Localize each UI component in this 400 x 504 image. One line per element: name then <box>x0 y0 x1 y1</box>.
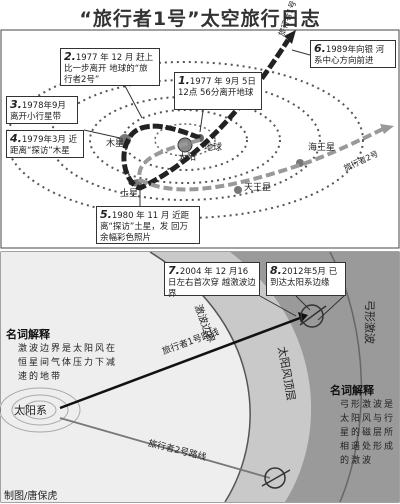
glossary-text-right: 弓形激波是太阳风与行星的磁层所相遇处形成的激波 <box>340 400 396 466</box>
event-text: 2004 年 12 月16日左右首次穿 越激波边界 <box>168 267 256 299</box>
event-box-4: 4.1979年3月 近距离“探访”木星 <box>6 130 84 158</box>
voyager1-craft-icon <box>299 294 346 328</box>
event-text: 2012年5月 已到达太阳系边缘 <box>270 267 338 288</box>
event-text: 1979年3月 近距离“探访”木星 <box>10 135 78 156</box>
voyager2-arrow <box>380 124 394 134</box>
uranus-shape <box>234 186 242 194</box>
event-box-3: 3.1978年9月 离开小行星带 <box>6 96 78 124</box>
glossary-text-left: 激波边界是太阳风在恒星间气体压力下减速的地带 <box>18 344 118 382</box>
orbit-neptune <box>6 61 364 219</box>
voyager1-arrow <box>284 30 296 44</box>
solar-system-label: 太阳系 <box>14 404 47 417</box>
event-text: 1989年向银 河系中心方向前进 <box>314 45 385 66</box>
orbit-jupiter <box>122 109 248 171</box>
event-number: 3. <box>10 98 22 111</box>
neptune-label: 海王星 <box>308 143 336 153</box>
event-number: 6. <box>314 42 326 55</box>
uranus-label: 天王星 <box>244 183 272 193</box>
solar-ring-mid <box>11 394 69 426</box>
solar-ring-outer <box>0 387 81 433</box>
callout-line-8 <box>295 295 311 311</box>
inner-heliosphere <box>1 252 251 502</box>
event-number: 8. <box>270 264 282 277</box>
event-box-2: 2.1977 年 12 月 赶上比一步离开 地球的“旅行者2号” <box>60 48 160 86</box>
event-text: 1977 年 9月 5日12点 56分离开地球 <box>178 77 256 98</box>
glossary-title-left: 名词解释 <box>6 328 50 341</box>
bow-shock-label: 弓形激波 <box>363 300 376 344</box>
voyager2-craft-icon <box>261 467 291 489</box>
event-text: 1978年9月 离开小行星带 <box>10 101 66 122</box>
jupiter-label: 木星 <box>106 139 125 149</box>
voyager2-path <box>137 126 386 192</box>
voyager1-route <box>59 316 301 410</box>
saturn-label: 土星 <box>120 189 139 199</box>
earth-label: 地球 <box>204 143 223 153</box>
event-box-1: 1.1977 年 9月 5日12点 56分离开地球 <box>174 72 262 110</box>
event-box-8: 8.2012年5月 已到达太阳系边缘 <box>266 262 346 296</box>
sun-label: 太阳 <box>178 153 197 163</box>
orbit-earth <box>154 123 216 157</box>
event-number: 5. <box>100 208 112 221</box>
callout-line-4 <box>83 129 121 139</box>
event-text: 1980 年 11 月 近距离“探访”土星，发 回万余幅彩色照片 <box>100 211 190 243</box>
event-box-7: 7.2004 年 12 月16日左右首次穿 越激波边界 <box>164 262 260 299</box>
event-number: 4. <box>10 132 22 145</box>
solar-ring-inner <box>23 400 57 420</box>
credit: 制图/唐保虎 <box>4 491 58 502</box>
orbit-uranus <box>49 79 321 201</box>
glossary-title-right: 名词解释 <box>330 384 374 397</box>
heliosheath-band <box>150 252 312 502</box>
event-number: 2. <box>64 50 76 63</box>
event-box-6: 6.1989年向银 河系中心方向前进 <box>310 40 396 68</box>
page-title: “旅行者1号”太空旅行日志 <box>79 8 321 30</box>
callout-line-2 <box>123 83 143 119</box>
event-number: 1. <box>178 74 190 87</box>
callout-line-7 <box>259 295 297 317</box>
event-box-5: 5.1980 年 11 月 近距离“探访”土星，发 回万余幅彩色照片 <box>96 206 200 244</box>
event-number: 7. <box>168 264 180 277</box>
event-text: 1977 年 12 月 赶上比一步离开 地球的“旅行者2号” <box>64 53 154 85</box>
callout-line-6 <box>291 49 311 56</box>
voyager2-route <box>59 417 271 479</box>
